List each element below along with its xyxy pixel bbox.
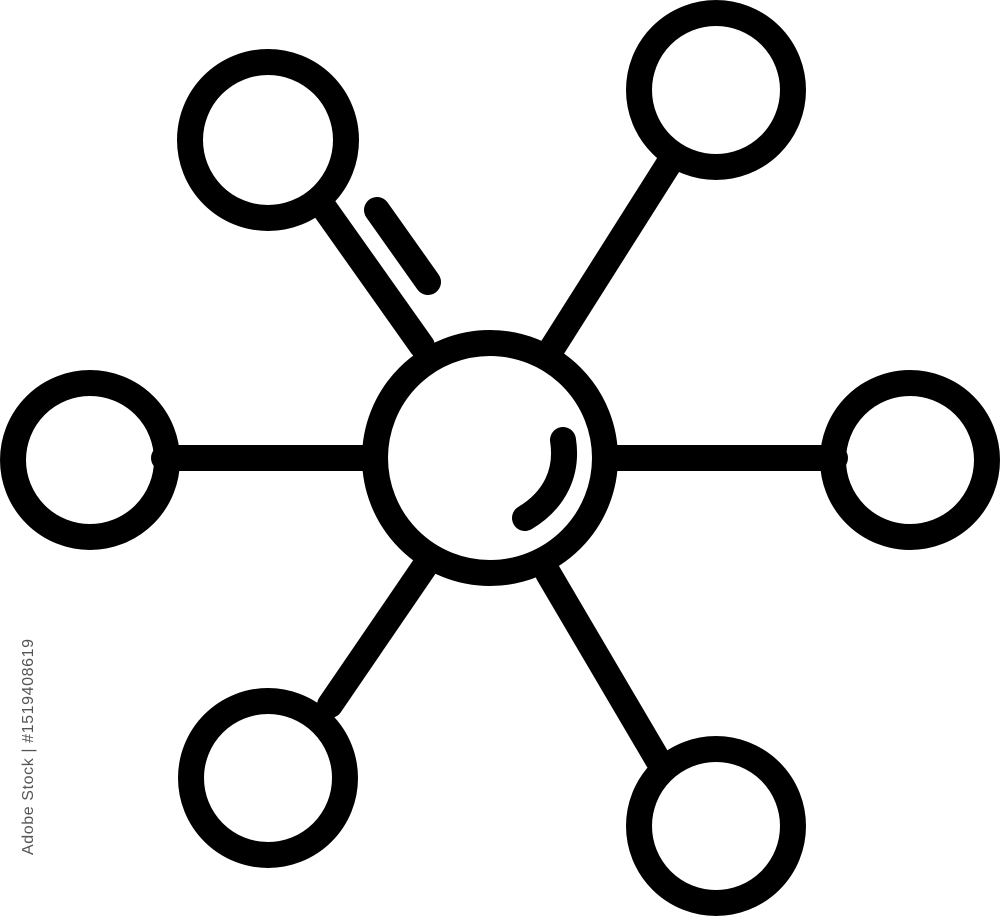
stock-id-watermark: Adobe Stock | #1519408619 bbox=[20, 638, 37, 855]
spoke-bottom-left bbox=[317, 553, 438, 718]
node-bottom-left bbox=[178, 688, 358, 868]
spoke-accent-mark bbox=[364, 197, 441, 295]
node-bottom-right bbox=[626, 736, 806, 916]
spoke-top-left bbox=[307, 189, 435, 359]
node-right bbox=[820, 370, 1000, 550]
node-top-left bbox=[177, 49, 359, 231]
spoke-bottom-right bbox=[535, 560, 671, 773]
hub-node bbox=[362, 330, 618, 586]
spoke-top-right bbox=[538, 149, 683, 363]
node-top-right bbox=[626, 0, 806, 180]
hub-highlight-mark bbox=[512, 427, 577, 531]
node-left bbox=[0, 370, 180, 550]
